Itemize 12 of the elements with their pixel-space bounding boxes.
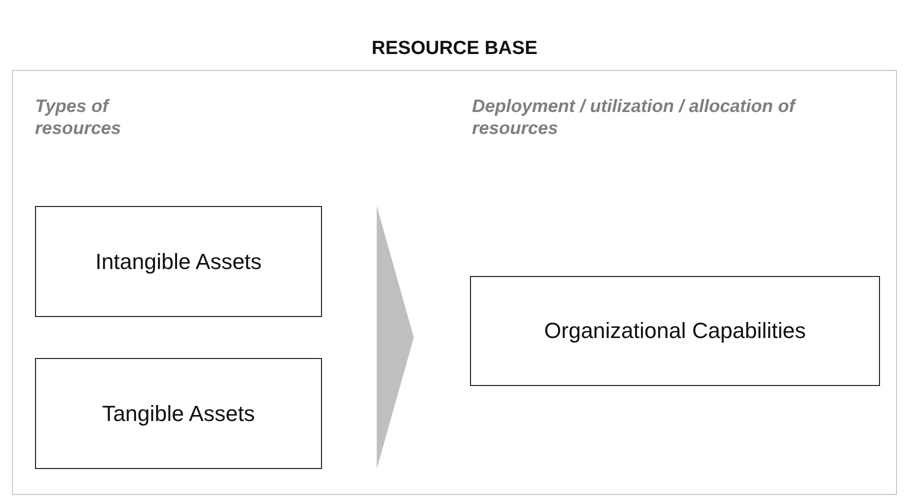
asset-box: [35, 358, 322, 469]
resource-base-panel: [12, 70, 897, 495]
column-heading: Types of resources: [35, 95, 122, 139]
column-heading: Deployment / utilization / allocation of resources: [472, 95, 798, 139]
box-label: Tangible Assets: [102, 400, 255, 426]
box-label: Organizational Capabilities: [544, 318, 806, 344]
box-label: Intangible Assets: [95, 248, 262, 274]
asset-box: [35, 206, 322, 317]
chevron-arrow: [376, 206, 414, 338]
chevron-arrow: [376, 338, 414, 469]
diagram-title: RESOURCE BASE: [370, 38, 538, 60]
asset-box: [470, 276, 880, 386]
